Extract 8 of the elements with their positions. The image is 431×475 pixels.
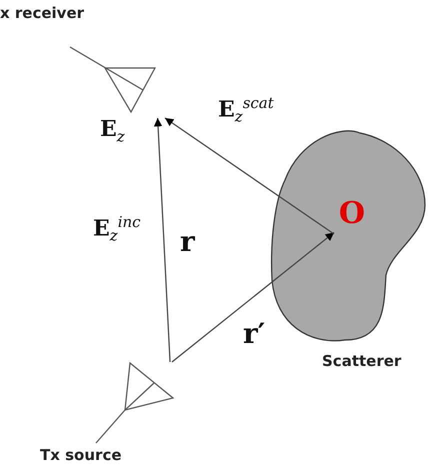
antenna-label: Tx source xyxy=(40,446,122,464)
antenna-label: x receiver xyxy=(0,4,84,22)
arrow xyxy=(164,118,334,235)
arrow xyxy=(172,232,334,362)
arrow xyxy=(154,118,171,362)
object-label: Scatterer xyxy=(322,352,402,370)
field-label: E$_{z}$ xyxy=(100,118,125,144)
origin-label: O xyxy=(334,190,370,236)
